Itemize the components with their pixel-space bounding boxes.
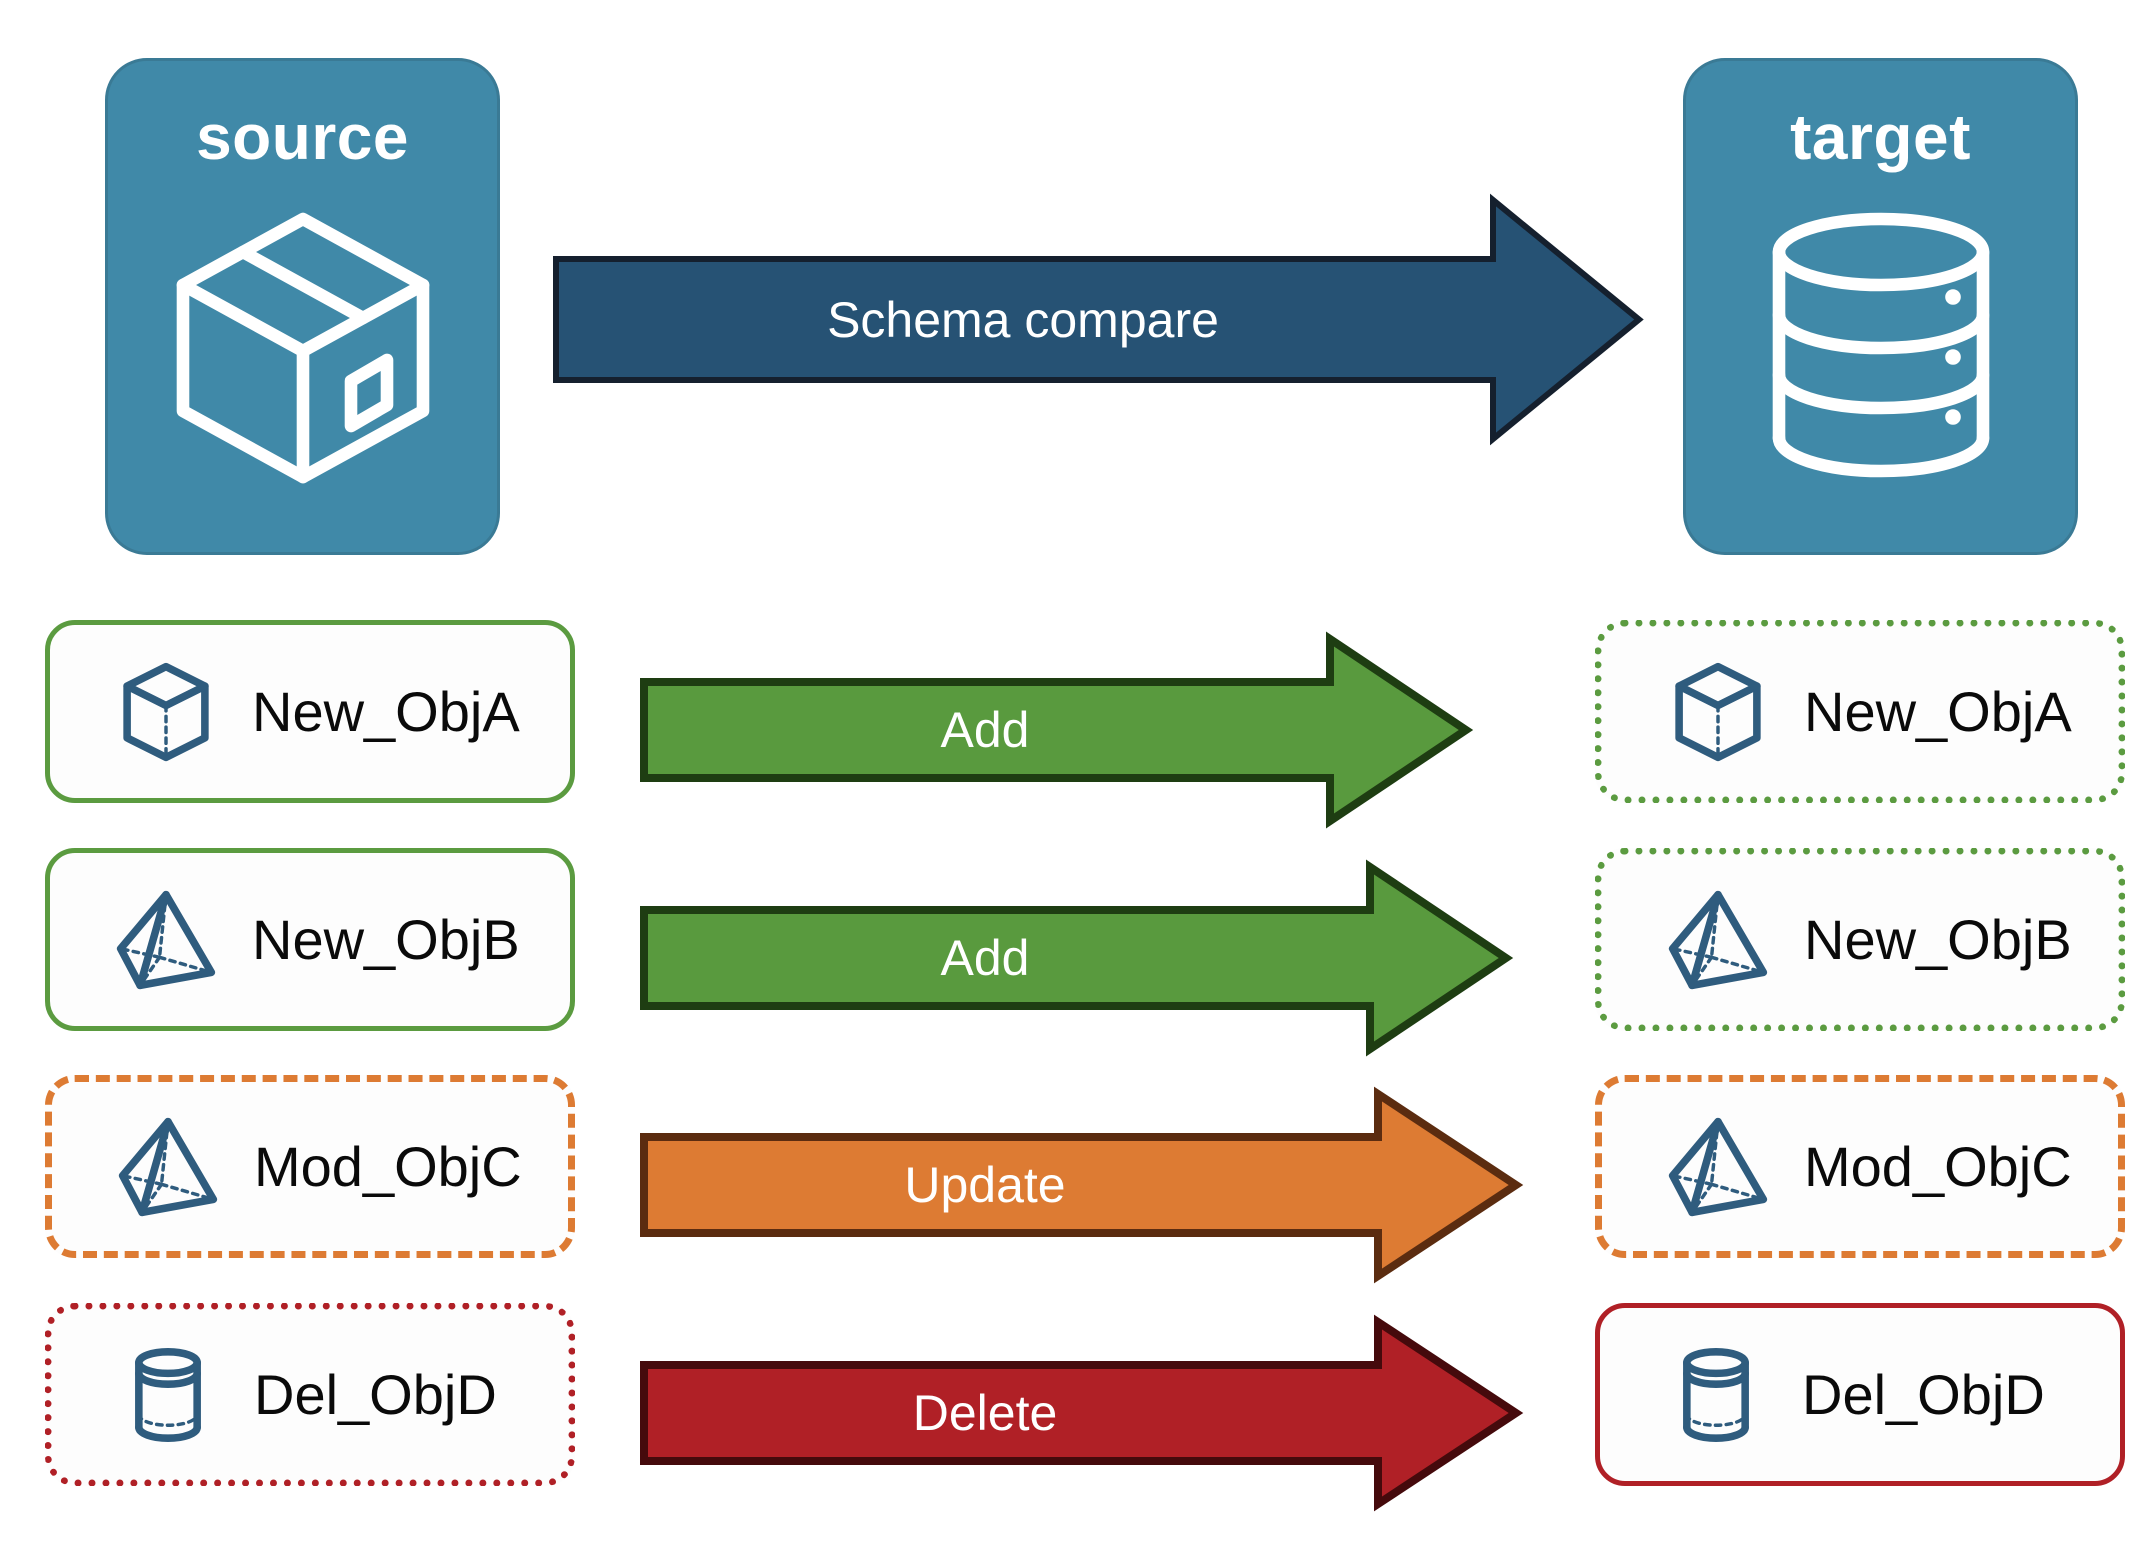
database-cylinder-icon [1731, 195, 2031, 495]
action-arrow-add[interactable]: Add [640, 631, 1474, 829]
target-object-label: Del_ObjD [1802, 1363, 2045, 1426]
source-endpoint-card[interactable]: source [105, 58, 500, 555]
cube-3d-icon [112, 658, 220, 766]
pyramid-3d-icon [1664, 1113, 1772, 1221]
cylinder-3d-icon [114, 1341, 222, 1449]
target-object-label: New_ObjB [1804, 908, 2072, 971]
target-object-box[interactable]: Del_ObjD [1595, 1303, 2125, 1486]
source-object-box[interactable]: New_ObjA [45, 620, 575, 803]
action-arrow-add[interactable]: Add [640, 859, 1514, 1057]
source-object-box[interactable]: Mod_ObjC [45, 1075, 575, 1258]
source-title: source [196, 101, 409, 173]
source-object-box[interactable]: Del_ObjD [45, 1303, 575, 1486]
cube-3d-icon [1664, 658, 1772, 766]
target-object-box[interactable]: New_ObjA [1595, 620, 2125, 803]
source-object-label: Del_ObjD [254, 1363, 497, 1426]
schema-compare-arrow[interactable]: Schema compare [553, 193, 1644, 446]
pyramid-3d-icon [114, 1113, 222, 1221]
source-object-label: Mod_ObjC [254, 1135, 522, 1198]
target-object-box[interactable]: New_ObjB [1595, 848, 2125, 1031]
target-endpoint-card[interactable]: target [1683, 58, 2078, 555]
action-arrow-delete[interactable]: Delete [640, 1314, 1524, 1512]
target-object-box[interactable]: Mod_ObjC [1595, 1075, 2125, 1258]
target-object-label: New_ObjA [1804, 680, 2072, 743]
action-arrow-update[interactable]: Update [640, 1086, 1524, 1284]
target-object-label: Mod_ObjC [1804, 1135, 2072, 1198]
pyramid-3d-icon [1664, 886, 1772, 994]
source-object-box[interactable]: New_ObjB [45, 848, 575, 1031]
cylinder-3d-icon [1662, 1341, 1770, 1449]
source-object-label: New_ObjA [252, 680, 520, 743]
package-cube-icon [153, 195, 453, 495]
target-title: target [1790, 101, 1971, 173]
pyramid-3d-icon [112, 886, 220, 994]
source-object-label: New_ObjB [252, 908, 520, 971]
